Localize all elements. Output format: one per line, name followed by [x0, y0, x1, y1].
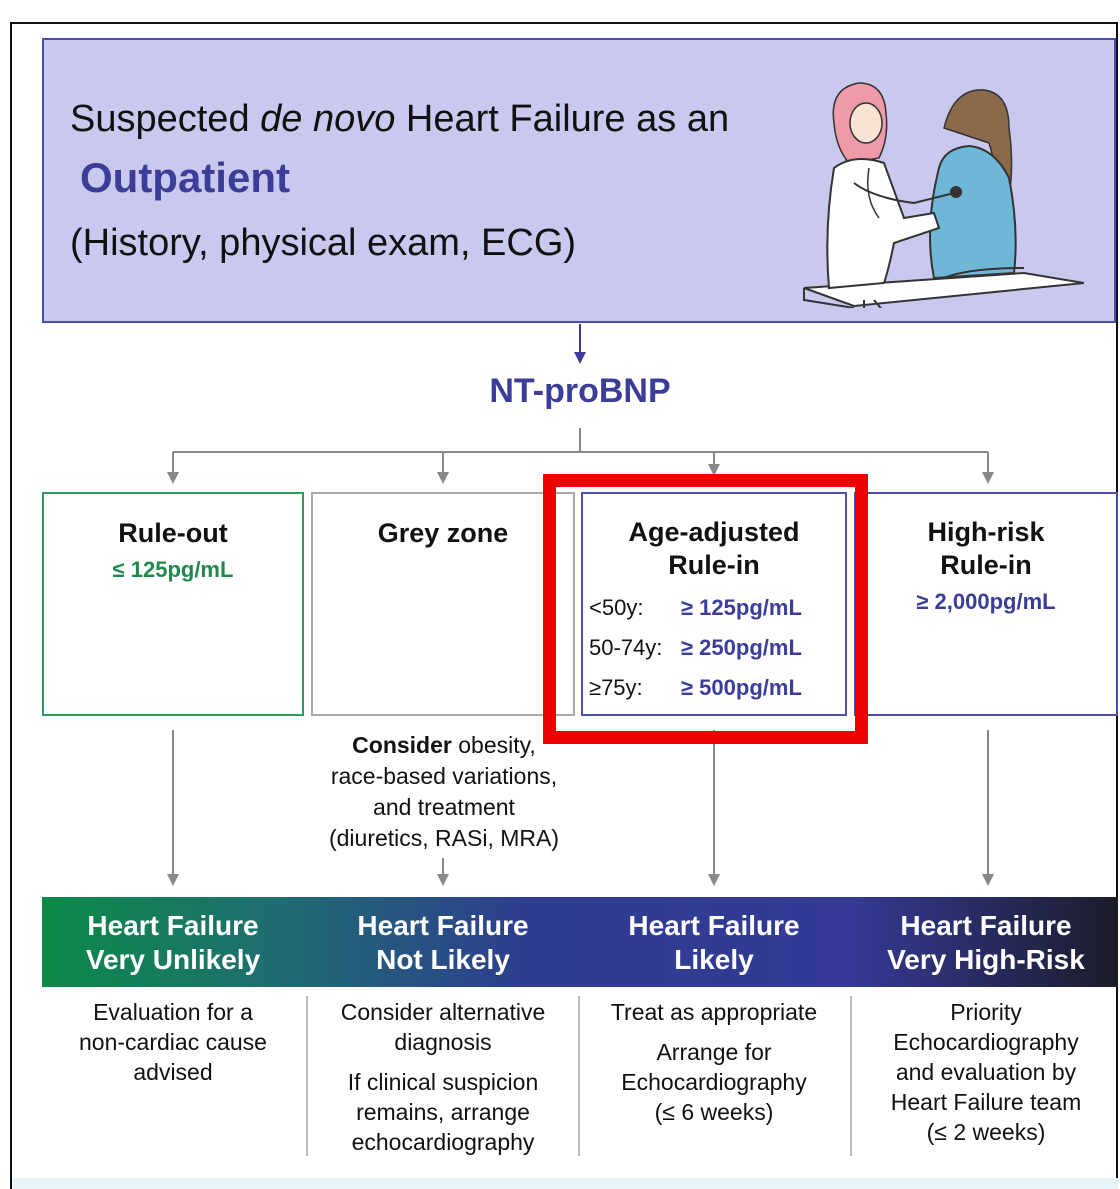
outcome-very-high-risk: Heart Failure Very High-Risk — [854, 897, 1118, 987]
bottom-strip — [12, 1178, 1118, 1189]
age-label: 50-74y: — [589, 635, 663, 660]
age-threshold: ≥ 125pg/mL — [681, 595, 802, 620]
desc-not-likely: Consider alternative diagnosis If clinic… — [311, 997, 575, 1157]
outcome-line-1: Heart Failure — [628, 910, 800, 941]
desc-line: and evaluation by — [895, 1059, 1077, 1085]
age-row: 50-74y: ≥ 250pg/mL — [589, 628, 845, 668]
desc-line: advised — [133, 1059, 213, 1085]
desc-line: If clinical suspicion — [347, 1069, 539, 1095]
high-risk-title-2: Rule-in — [940, 550, 1032, 580]
outcome-very-unlikely: Heart Failure Very Unlikely — [42, 897, 304, 987]
highlight-box — [543, 474, 868, 744]
consider-rest: obesity, — [451, 732, 536, 758]
desc-line: Arrange for — [656, 1039, 772, 1065]
desc-line: Treat as appropriate — [610, 999, 818, 1025]
outcome-line-1: Heart Failure — [900, 910, 1072, 941]
age-threshold: ≥ 500pg/mL — [681, 675, 802, 700]
age-row: <50y: ≥ 125pg/mL — [589, 588, 845, 628]
cropped-top-banner: ​ — [0, 0, 1120, 22]
desc-line: non-cardiac cause — [79, 1029, 267, 1055]
outcome-likely: Heart Failure Likely — [581, 897, 847, 987]
outcome-line-2: Very Unlikely — [85, 944, 261, 975]
desc-line: Evaluation for a — [93, 999, 253, 1025]
desc-line: Heart Failure team — [890, 1089, 1082, 1115]
desc-likely: Treat as appropriate Arrange for Echocar… — [581, 997, 847, 1127]
age-row: ≥75y: ≥ 500pg/mL — [589, 668, 845, 708]
header-de-novo: de novo — [260, 98, 396, 140]
column-divider — [306, 996, 308, 1156]
high-risk-title-1: High-risk — [927, 517, 1045, 547]
outcome-line-2: Likely — [674, 944, 754, 975]
desc-line: (≤ 2 weeks) — [926, 1119, 1046, 1145]
desc-line: diagnosis — [394, 1029, 492, 1055]
desc-line: (≤ 6 weeks) — [654, 1099, 774, 1125]
desc-line: Priority — [950, 999, 1022, 1025]
header-post: Heart Failure as an — [395, 98, 730, 140]
desc-line: Echocardiography — [621, 1069, 807, 1095]
outcome-line-1: Heart Failure — [357, 910, 529, 941]
outcome-bar: Heart Failure Very Unlikely Heart Failur… — [42, 897, 1118, 987]
age-threshold: ≥ 250pg/mL — [681, 635, 802, 660]
outcome-line-1: Heart Failure — [87, 910, 259, 941]
outcome-line-2: Not Likely — [376, 944, 510, 975]
doctor-patient-illustration — [803, 82, 1084, 308]
ntprobnp-title: NT-proBNP — [489, 372, 671, 410]
consider-line-2: race-based variations, — [330, 763, 558, 789]
column-divider — [850, 996, 852, 1156]
grey-zone-note: Consider obesity, race-based variations,… — [300, 730, 588, 854]
age-label: <50y: — [589, 595, 644, 620]
outcome-not-likely: Heart Failure Not Likely — [311, 897, 575, 987]
header-setting: Outpatient — [80, 154, 290, 201]
header-box: Suspected de novo Heart Failure as an Ou… — [42, 38, 1116, 323]
desc-line: remains, arrange — [356, 1099, 530, 1125]
desc-very-high-risk: Priority Echocardiography and evaluation… — [854, 997, 1118, 1147]
header-pre: Suspected — [70, 98, 261, 140]
consider-line-3: and treatment — [373, 794, 515, 820]
zone-rule-out-title: Rule-out — [118, 518, 228, 548]
age-label: ≥75y: — [589, 675, 643, 700]
outcome-line-2: Very High-Risk — [887, 944, 1085, 975]
header-line-1: Suspected de novo Heart Failure as an — [70, 98, 729, 141]
column-divider — [578, 996, 580, 1156]
desc-very-unlikely: Evaluation for a non-cardiac cause advis… — [42, 997, 304, 1087]
consider-bold: Consider — [352, 732, 452, 758]
zone-age-adjusted-title: Age-adjusted Rule-in — [583, 516, 845, 582]
desc-line: echocardiography — [351, 1129, 535, 1155]
desc-line: Consider alternative — [340, 999, 546, 1025]
zone-rule-out-value: ≤ 125pg/mL — [112, 557, 234, 582]
zone-high-risk-title: High-risk Rule-in — [856, 516, 1116, 582]
zone-rule-out: Rule-out ≤ 125pg/mL — [42, 492, 304, 716]
zone-high-risk: High-risk Rule-in ≥ 2,000pg/mL — [854, 492, 1118, 716]
age-adjusted-title-2: Rule-in — [668, 550, 760, 580]
zone-grey: Grey zone — [311, 492, 575, 716]
zone-grey-title: Grey zone — [377, 518, 509, 548]
zone-high-risk-value: ≥ 2,000pg/mL — [916, 589, 1056, 614]
age-threshold-list: <50y:≥ 125pg/mL 50-74y:≥ 250pg/mL ≥75y:≥… — [583, 588, 845, 708]
zone-age-adjusted: Age-adjusted Rule-in <50y: ≥ 125pg/mL 50-… — [581, 492, 847, 716]
header-line-3: (History, physical exam, ECG) — [70, 222, 577, 264]
consider-line-4: (diuretics, RASi, MRA) — [328, 825, 560, 851]
age-adjusted-title-1: Age-adjusted — [628, 517, 800, 547]
desc-line: Echocardiography — [893, 1029, 1079, 1055]
